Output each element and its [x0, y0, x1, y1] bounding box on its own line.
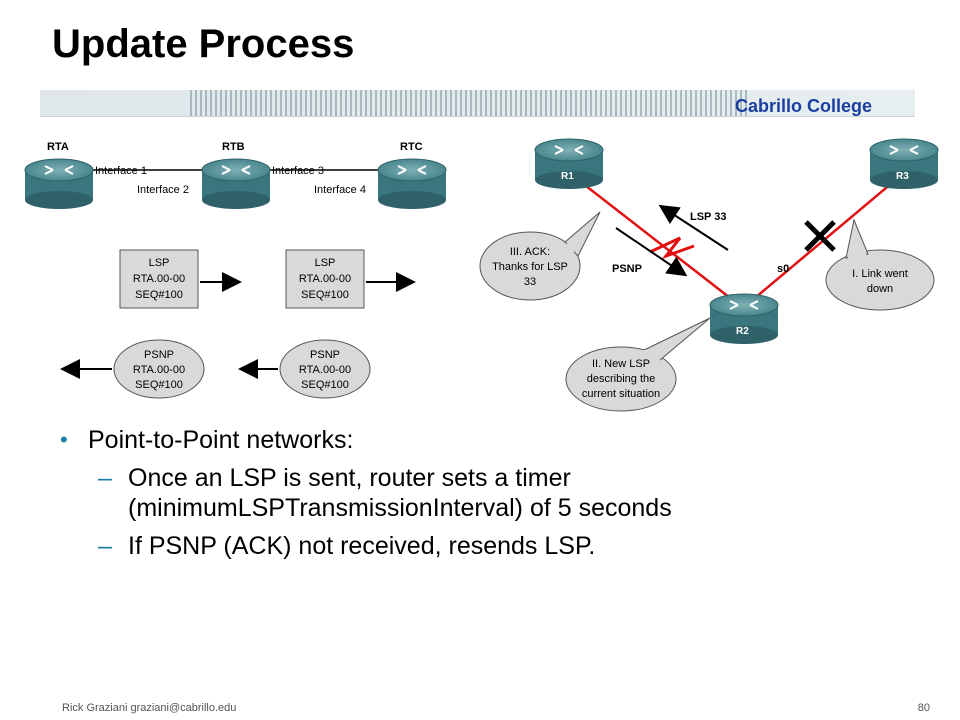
bullet-main: • Point-to-Point networks:	[60, 425, 920, 455]
router-r1: R1	[534, 138, 604, 189]
callout-ack: III. ACK: Thanks for LSP 33	[479, 211, 601, 301]
bullet-sub-1-line-1: Once an LSP is sent, router sets a timer	[128, 464, 571, 492]
svg-text:RTA.00-00: RTA.00-00	[299, 273, 351, 285]
header-barcode-decoration	[190, 90, 750, 116]
bullet-sub-2-text: If PSNP (ACK) not received, resends LSP.	[128, 532, 596, 560]
bullet-list: • Point-to-Point networks: – Once an LSP…	[60, 425, 920, 561]
bullet-sub-2: – If PSNP (ACK) not received, resends LS…	[60, 531, 920, 561]
link-down-x-icon	[804, 220, 836, 252]
svg-text:LSP: LSP	[149, 257, 170, 269]
footer-author: Rick Graziani graziani@cabrillo.edu	[62, 702, 237, 714]
router-rtb	[201, 158, 271, 209]
svg-text:SEQ#100: SEQ#100	[135, 289, 183, 301]
lightning-bolt-icon	[649, 236, 695, 260]
lsp-33-label: LSP 33	[690, 211, 727, 223]
page-number: 80	[917, 702, 930, 714]
svg-text:SEQ#100: SEQ#100	[135, 379, 183, 391]
psnp-right-label: PSNP	[612, 263, 642, 275]
bullet-sub-1: – Once an LSP is sent, router sets a tim…	[60, 463, 920, 523]
svg-text:PSNP: PSNP	[310, 349, 340, 361]
router-r2: R2	[709, 293, 779, 344]
router-label-rta: RTA	[47, 141, 69, 153]
router-label-r2: R2	[736, 326, 749, 337]
router-label-rtb: RTB	[222, 141, 245, 153]
svg-text:SEQ#100: SEQ#100	[301, 289, 349, 301]
router-label-r3: R3	[896, 171, 909, 182]
router-rtc	[377, 158, 447, 209]
bullet-main-text: Point-to-Point networks:	[88, 426, 354, 454]
svg-text:Thanks for LSP: Thanks for LSP	[492, 261, 568, 273]
lsp-box-2: LSP RTA.00-00 SEQ#100	[285, 249, 365, 309]
interface-label-1: Interface 1	[95, 165, 147, 177]
svg-text:down: down	[867, 283, 893, 295]
link-r1-r2	[567, 171, 744, 309]
svg-text:I. Link went: I. Link went	[852, 268, 908, 280]
bullet-sub-1-line-2: (minimumLSPTransmissionInterval) of 5 se…	[128, 494, 672, 522]
svg-text:PSNP: PSNP	[144, 349, 174, 361]
psnp-bubble-2: PSNP RTA.00-00 SEQ#100	[279, 339, 371, 399]
router-r3: R3	[869, 138, 939, 189]
bullet-dash-icon: –	[98, 532, 112, 560]
psnp-bubble-1: PSNP RTA.00-00 SEQ#100	[113, 339, 205, 399]
svg-text:RTA.00-00: RTA.00-00	[299, 364, 351, 376]
interface-label-4: Interface 4	[314, 184, 366, 196]
bullet-dash-icon: –	[98, 464, 112, 492]
network-diagram: RTA RTB RTC Interface 1 Interface 2 Inte…	[24, 138, 939, 412]
svg-text:RTA.00-00: RTA.00-00	[133, 273, 185, 285]
svg-text:33: 33	[524, 276, 536, 288]
lsp-33-arrow	[658, 204, 729, 251]
bullet-dot-icon: •	[60, 427, 68, 452]
svg-text:II. New LSP: II. New LSP	[592, 358, 650, 370]
header-divider	[40, 116, 915, 117]
s0-label: s0	[777, 263, 789, 275]
svg-text:III. ACK:: III. ACK:	[510, 246, 550, 258]
psnp-right-arrow	[615, 227, 688, 277]
interface-label-2: Interface 2	[137, 184, 189, 196]
header-band	[40, 90, 915, 116]
svg-text:describing the: describing the	[587, 373, 656, 385]
router-rta	[24, 158, 94, 209]
org-name: Cabrillo College	[734, 96, 872, 116]
callout-link-down: I. Link went down	[825, 218, 935, 311]
svg-text:SEQ#100: SEQ#100	[301, 379, 349, 391]
left-topology: RTA RTB RTC Interface 1 Interface 2 Inte…	[24, 141, 447, 399]
router-label-r1: R1	[561, 171, 574, 182]
right-topology: R1 R3 R2 LSP 33 PSNP s0 III. ACK: Thanks…	[479, 138, 939, 412]
lsp-box-1: LSP RTA.00-00 SEQ#100	[119, 249, 199, 309]
callout-new-lsp: II. New LSP describing the current situa…	[565, 317, 711, 412]
svg-text:RTA.00-00: RTA.00-00	[133, 364, 185, 376]
slide-title: Update Process	[52, 22, 355, 66]
router-label-rtc: RTC	[400, 141, 423, 153]
interface-label-3: Interface 3	[272, 165, 324, 177]
svg-text:LSP: LSP	[315, 257, 336, 269]
svg-text:current situation: current situation	[582, 388, 660, 400]
